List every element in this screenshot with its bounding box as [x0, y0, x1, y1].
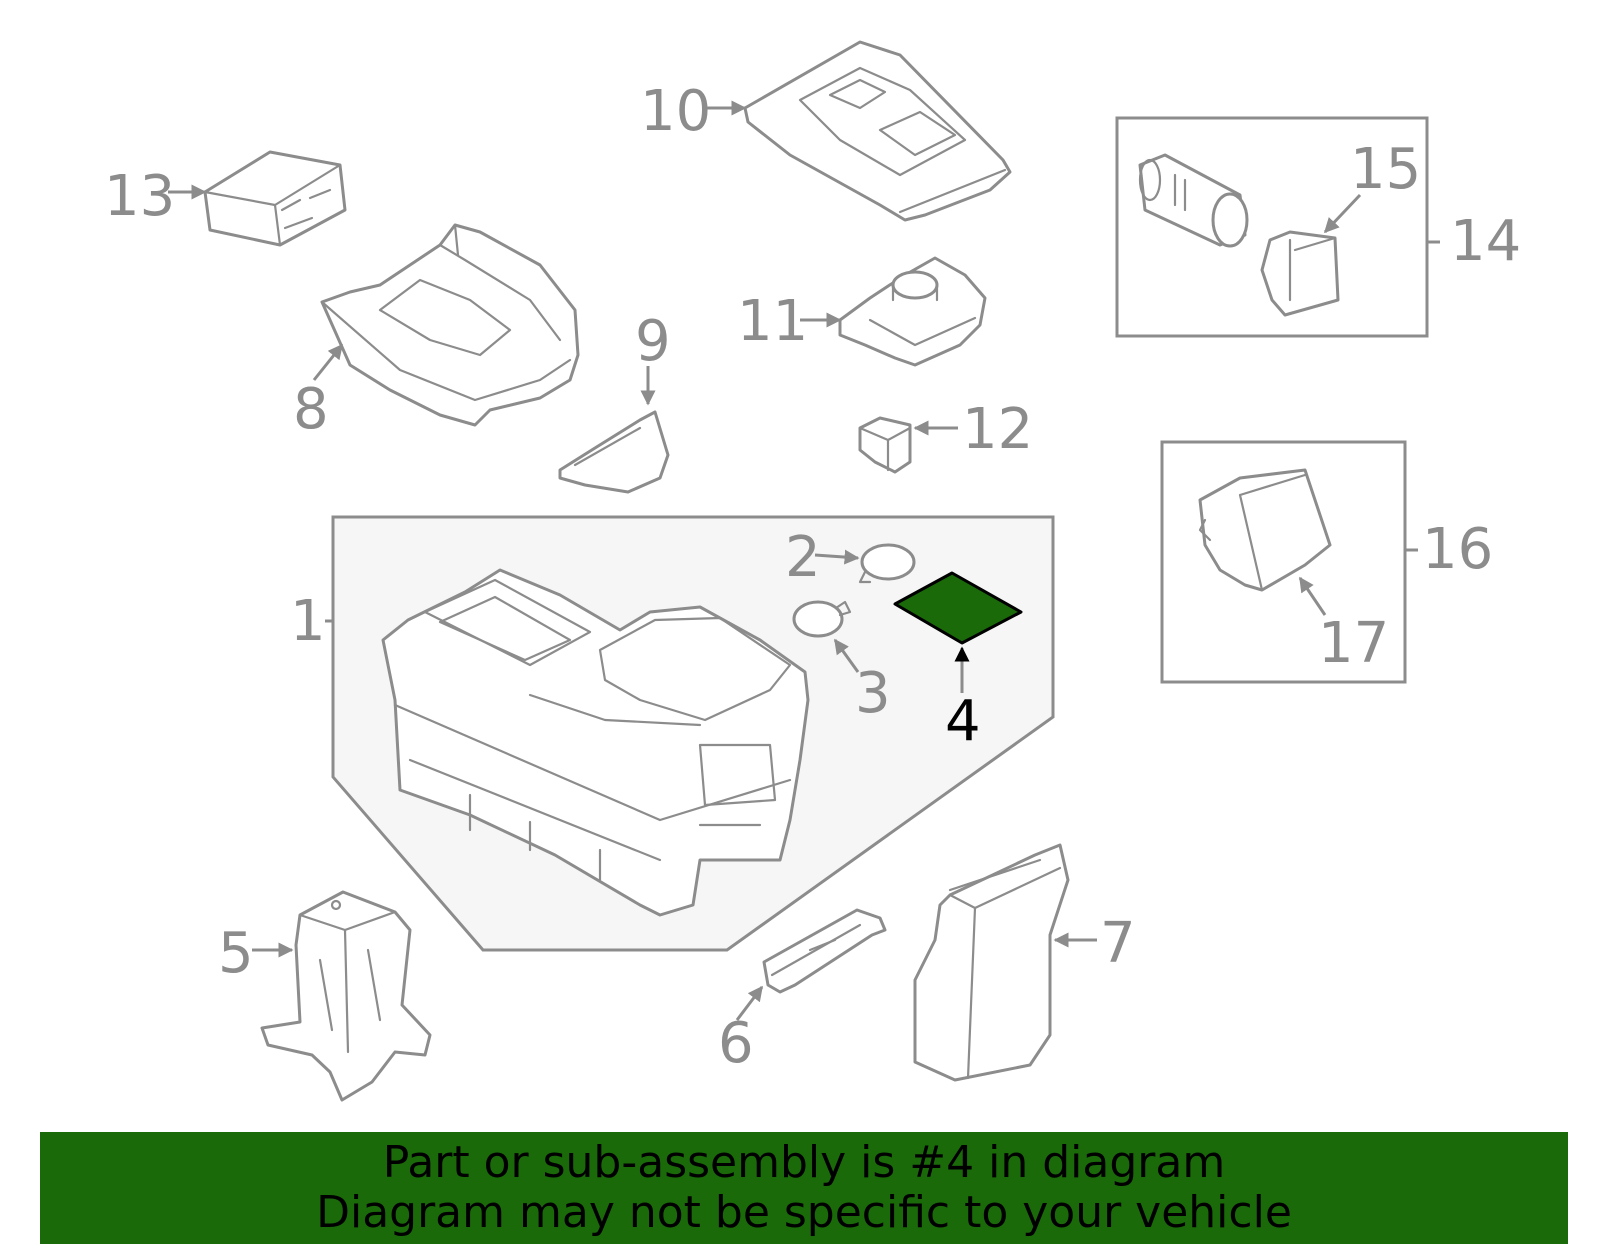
leader-6 [735, 985, 764, 1021]
bracket-part-5[interactable] [260, 890, 432, 1102]
module-part-16[interactable] [1198, 468, 1332, 592]
panel-module-part-13[interactable] [203, 150, 347, 247]
callout-6[interactable]: 6 [718, 1011, 754, 1076]
banner-line-2: Diagram may not be specific to your vehi… [316, 1187, 1292, 1238]
callout-15[interactable]: 15 [1350, 137, 1421, 202]
callout-16[interactable]: 16 [1422, 517, 1493, 582]
callout-8[interactable]: 8 [293, 377, 329, 442]
leader-2 [814, 549, 860, 565]
mat-part-4-highlighted[interactable] [893, 571, 1023, 645]
callout-3[interactable]: 3 [855, 661, 891, 726]
console-body-part[interactable] [381, 568, 810, 917]
switch-part-12[interactable] [858, 416, 912, 474]
callout-1[interactable]: 1 [290, 589, 326, 654]
ring-part-3[interactable] [792, 600, 852, 638]
callout-17[interactable]: 17 [1318, 611, 1389, 676]
socket-part-14[interactable] [1138, 153, 1249, 248]
rear-panel-part-7[interactable] [913, 843, 1070, 1082]
group-frame-16 [1160, 440, 1407, 684]
group-frame-14 [1115, 116, 1429, 338]
callout-4[interactable]: 4 [945, 689, 981, 754]
callout-14[interactable]: 14 [1450, 209, 1521, 274]
front-housing-part-8[interactable] [320, 223, 580, 427]
plug-part-15[interactable] [1260, 230, 1340, 317]
shifter-bezel-part-10[interactable] [743, 40, 1012, 222]
leader-17 [1298, 576, 1327, 616]
callout-11[interactable]: 11 [737, 289, 808, 354]
callout-13[interactable]: 13 [104, 164, 175, 229]
control-module-part-11[interactable] [838, 256, 987, 367]
callout-9[interactable]: 9 [635, 309, 671, 374]
callout-7[interactable]: 7 [1100, 911, 1136, 976]
callout-10[interactable]: 10 [640, 79, 711, 144]
bracket-part-6[interactable] [762, 908, 887, 994]
leader-15 [1323, 193, 1362, 234]
trim-piece-part-9[interactable] [558, 410, 670, 494]
callout-12[interactable]: 12 [962, 397, 1033, 462]
callout-2[interactable]: 2 [785, 525, 821, 590]
leader-3 [833, 638, 860, 673]
callout-5[interactable]: 5 [218, 921, 254, 986]
leader-8 [312, 343, 344, 381]
ring-part-2[interactable] [858, 543, 916, 584]
info-banner: Part or sub-assembly is #4 in diagram Di… [40, 1132, 1568, 1244]
banner-line-1: Part or sub-assembly is #4 in diagram [382, 1137, 1226, 1188]
